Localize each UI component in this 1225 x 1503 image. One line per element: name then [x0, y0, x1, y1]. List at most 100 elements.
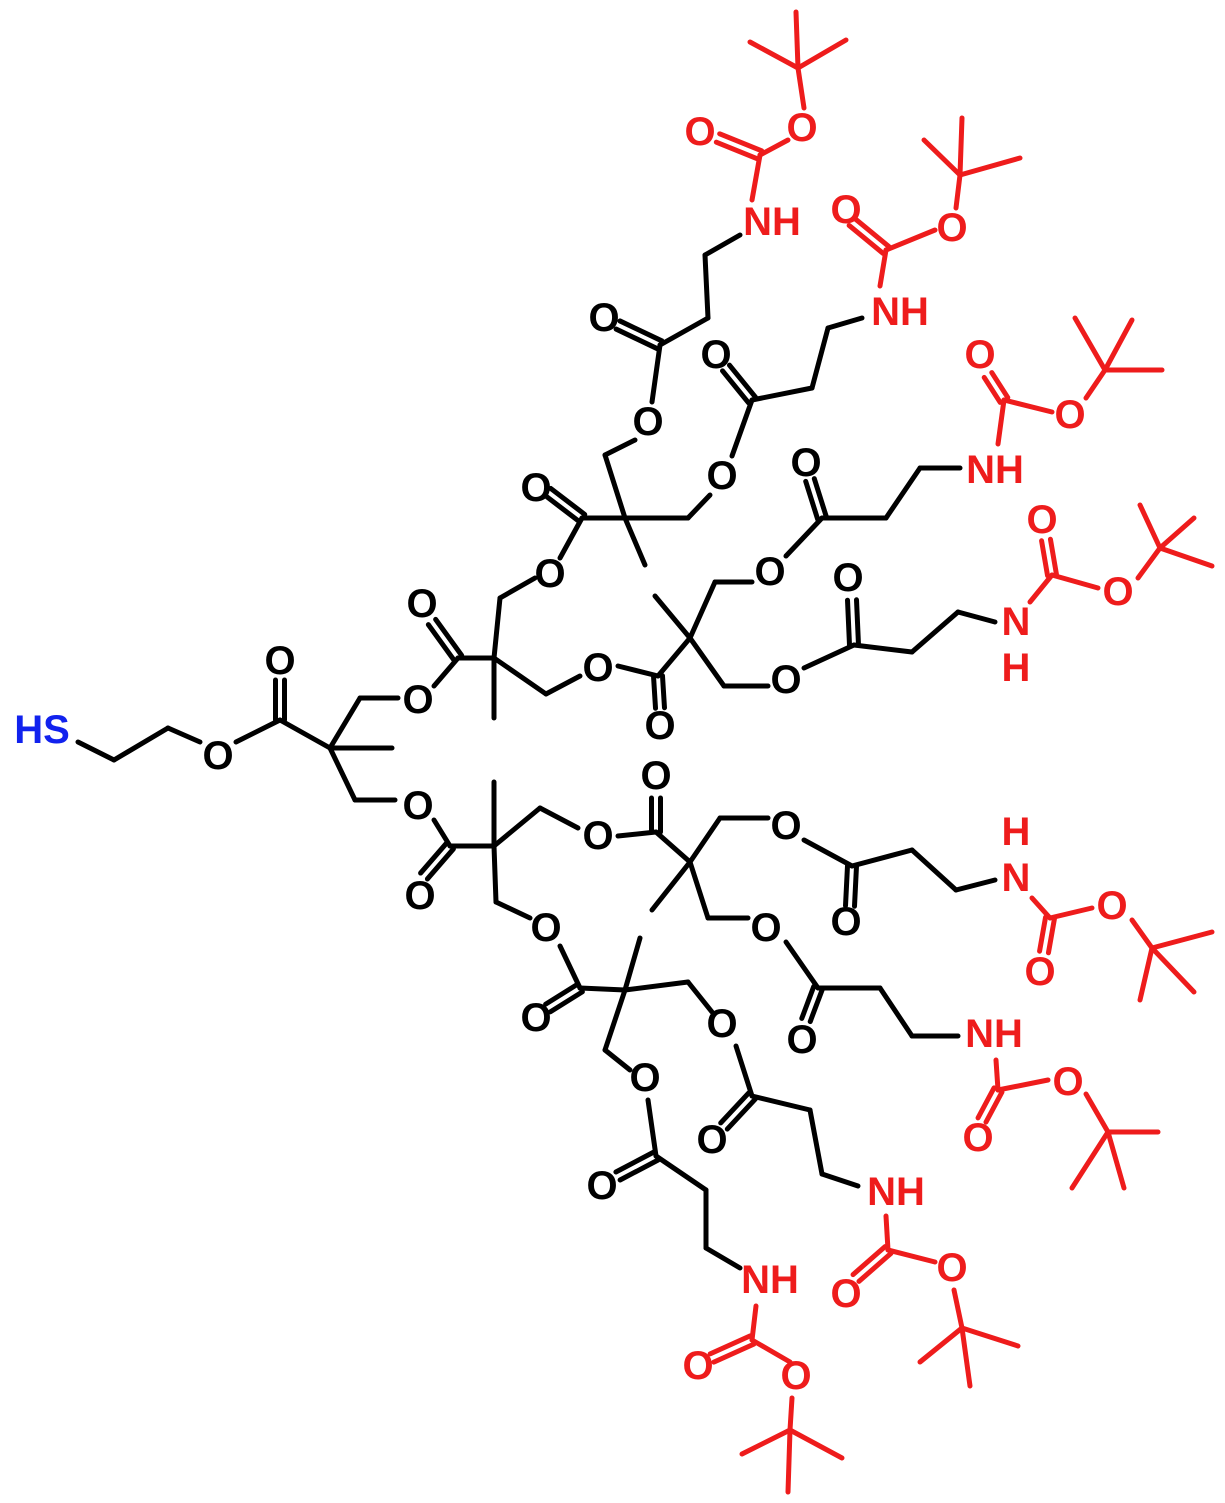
- hydrogen-atom-label: H: [1002, 646, 1031, 690]
- amine-nh-label: NH: [867, 1170, 925, 1214]
- double-bond: [659, 673, 667, 711]
- double-bond: [717, 131, 765, 154]
- single-bond: [327, 745, 358, 803]
- single-bond: [957, 115, 965, 178]
- single-bond: [795, 37, 849, 71]
- single-bond: [577, 985, 628, 993]
- double-bond: [981, 374, 1003, 405]
- oxygen-atom-label: O: [402, 784, 433, 828]
- single-bond: [165, 725, 203, 745]
- single-bond: [757, 137, 791, 158]
- oxygen-atom-label: O: [1026, 498, 1057, 542]
- single-bond: [1135, 545, 1163, 581]
- single-bond: [687, 635, 727, 689]
- single-bond: [1049, 572, 1101, 591]
- oxygen-atom-label: O: [700, 333, 731, 377]
- double-bond: [803, 478, 821, 522]
- single-bond: [851, 642, 915, 655]
- single-bond: [749, 1093, 813, 1113]
- oxygen-atom-label: O: [780, 1354, 811, 1398]
- single-bond: [921, 137, 963, 178]
- double-bond: [617, 318, 665, 344]
- single-bond: [685, 492, 713, 521]
- single-bond: [233, 717, 283, 745]
- single-bond: [702, 232, 743, 258]
- single-bond: [537, 805, 581, 831]
- single-bond: [787, 1395, 795, 1433]
- double-bond: [989, 370, 1011, 401]
- double-bond: [983, 1089, 1005, 1125]
- single-bond: [795, 65, 807, 111]
- single-bond: [807, 1107, 825, 1177]
- single-bond: [1083, 1091, 1111, 1135]
- double-bond: [1047, 536, 1059, 577]
- single-bond: [1072, 315, 1108, 373]
- single-bond: [657, 315, 711, 348]
- single-bond: [653, 829, 693, 865]
- oxygen-atom-label: O: [520, 466, 551, 510]
- single-bond: [702, 252, 711, 321]
- amine-nh-label: NH: [965, 1012, 1023, 1056]
- single-bond: [729, 397, 755, 459]
- double-bond: [433, 616, 465, 658]
- oxygen-atom-label: O: [936, 206, 967, 250]
- single-bond: [825, 315, 865, 331]
- double-bond: [843, 863, 851, 909]
- oxygen-atom-label: O: [750, 906, 781, 950]
- single-bond: [1157, 515, 1197, 551]
- single-bond: [687, 859, 711, 921]
- single-bond: [877, 247, 889, 289]
- double-bond: [424, 846, 456, 882]
- double-bond: [726, 362, 758, 400]
- single-bond: [909, 609, 961, 655]
- oxygen-atom-label: O: [706, 454, 737, 498]
- oxygen-atom-label: O: [404, 874, 435, 918]
- oxygen-atom-label: O: [770, 658, 801, 702]
- single-bond: [653, 1153, 709, 1193]
- oxygen-atom-label: O: [1024, 950, 1055, 994]
- single-bond: [785, 1427, 793, 1495]
- amine-nh-label: NH: [871, 290, 929, 334]
- single-bond: [1129, 917, 1155, 951]
- double-bond: [846, 222, 886, 256]
- single-bond: [557, 515, 585, 561]
- single-bond: [883, 465, 923, 521]
- single-bond: [955, 609, 998, 625]
- oxygen-atom-label: O: [586, 1164, 617, 1208]
- single-bond: [557, 943, 583, 991]
- single-bond: [883, 1213, 891, 1253]
- single-bond: [1102, 317, 1135, 373]
- single-bond: [649, 859, 693, 913]
- single-bond: [1157, 545, 1215, 569]
- double-bond: [975, 1085, 997, 1121]
- single-bond: [655, 635, 693, 679]
- single-bond: [1001, 397, 1055, 415]
- single-bond: [687, 815, 723, 865]
- oxygen-atom-label: O: [582, 646, 613, 690]
- oxygen-atom-label: O: [640, 754, 671, 798]
- oxygen-atom-label: O: [402, 678, 433, 722]
- double-bond: [613, 1149, 657, 1175]
- oxygen-atom-label: O: [1096, 884, 1127, 928]
- double-bond: [707, 1333, 753, 1357]
- single-bond: [111, 725, 171, 763]
- single-bond: [909, 847, 959, 893]
- single-bond: [951, 1287, 965, 1331]
- single-bond: [733, 1043, 755, 1099]
- double-bond: [651, 673, 659, 711]
- oxygen-atom-label: O: [962, 1116, 993, 1160]
- hydrogen-atom-label: H: [1002, 810, 1031, 854]
- oxygen-atom-label: O: [534, 552, 565, 596]
- single-bond: [995, 397, 1007, 447]
- double-bond: [1045, 916, 1057, 956]
- double-bond: [713, 139, 761, 162]
- single-bond: [491, 655, 549, 697]
- oxygen-atom-label: O: [790, 441, 821, 485]
- double-bond: [807, 987, 825, 1025]
- single-bond: [622, 979, 691, 993]
- oxygen-atom-label: O: [1054, 393, 1085, 437]
- double-bond: [543, 981, 581, 1007]
- double-bond: [720, 368, 752, 406]
- oxygen-atom-label: O: [582, 814, 613, 858]
